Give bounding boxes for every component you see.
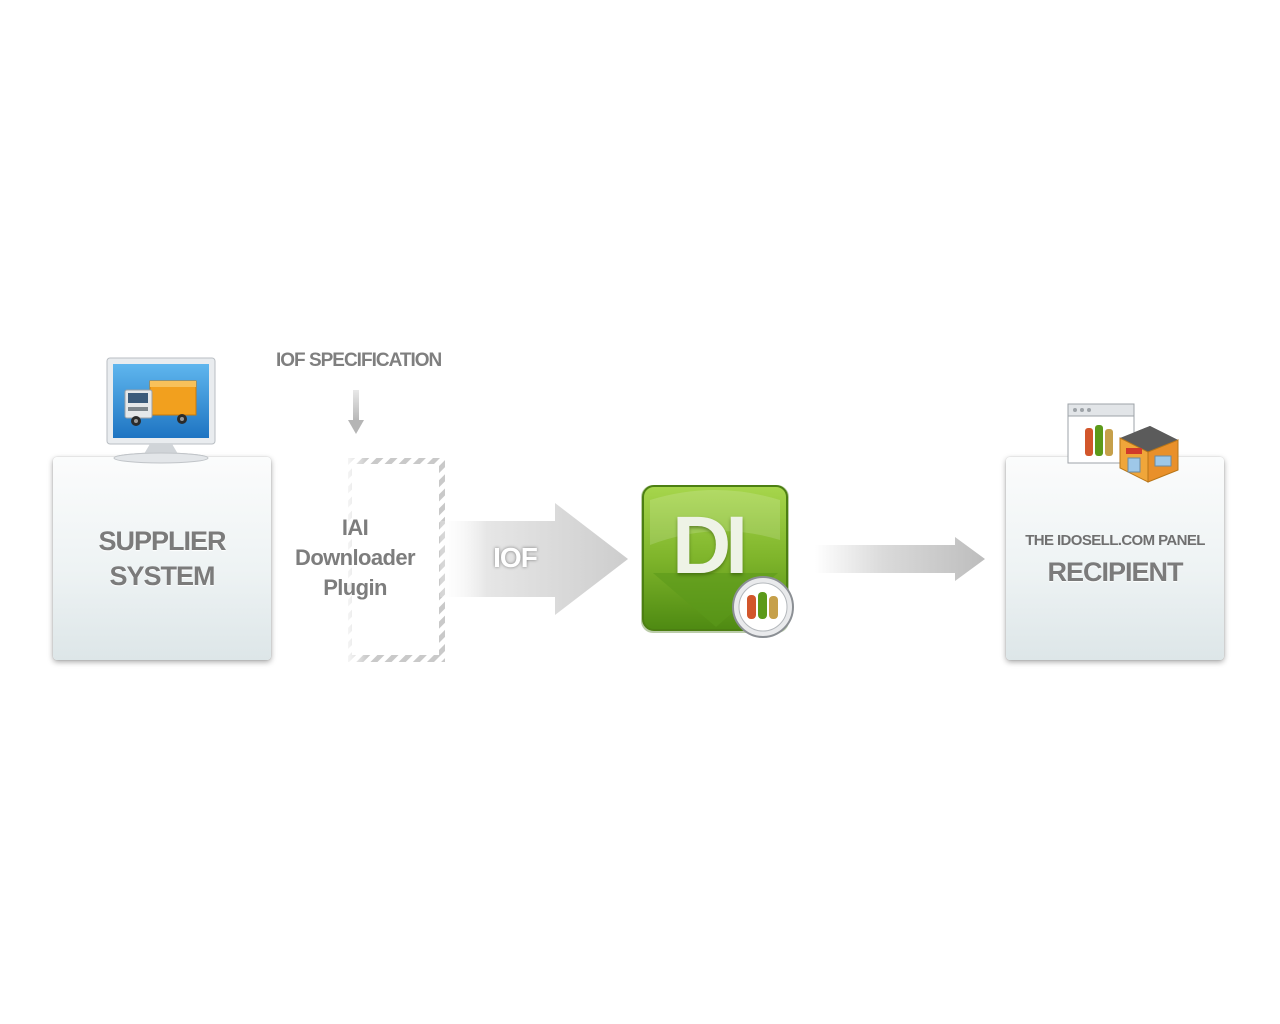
recipient-box: THE IDOSELL.COM PANEL RECIPIENT [1006,457,1224,660]
recipient-label: RECIPIENT [1047,557,1183,587]
plugin-line-1: IAI [341,515,369,540]
iof-arrow-label: IOF [493,542,538,573]
recipient-flow-arrow [815,537,985,581]
plugin-box-border [344,455,445,665]
plugin-label: IAI Downloader Plugin [285,513,425,603]
recipient-panel-label: THE IDOSELL.COM PANEL [1025,532,1205,549]
iof-specification-label: IOF SPECIFICATION [276,350,442,371]
supplier-system-box: SUPPLIER SYSTEM [53,457,271,660]
plugin-line-2: Downloader [295,545,416,570]
plugin-line-3: Plugin [323,575,387,600]
supplier-system-label: SUPPLIER SYSTEM [53,524,271,594]
spec-down-arrow [348,390,364,434]
downloader-app-letters: DI [672,500,748,591]
supplier-monitor-icon [106,357,216,464]
supplier-line-2: SYSTEM [109,561,215,591]
supplier-line-1: SUPPLIER [98,526,226,556]
iof-flow-arrow [440,503,628,615]
downloader-app-icon [641,485,794,638]
